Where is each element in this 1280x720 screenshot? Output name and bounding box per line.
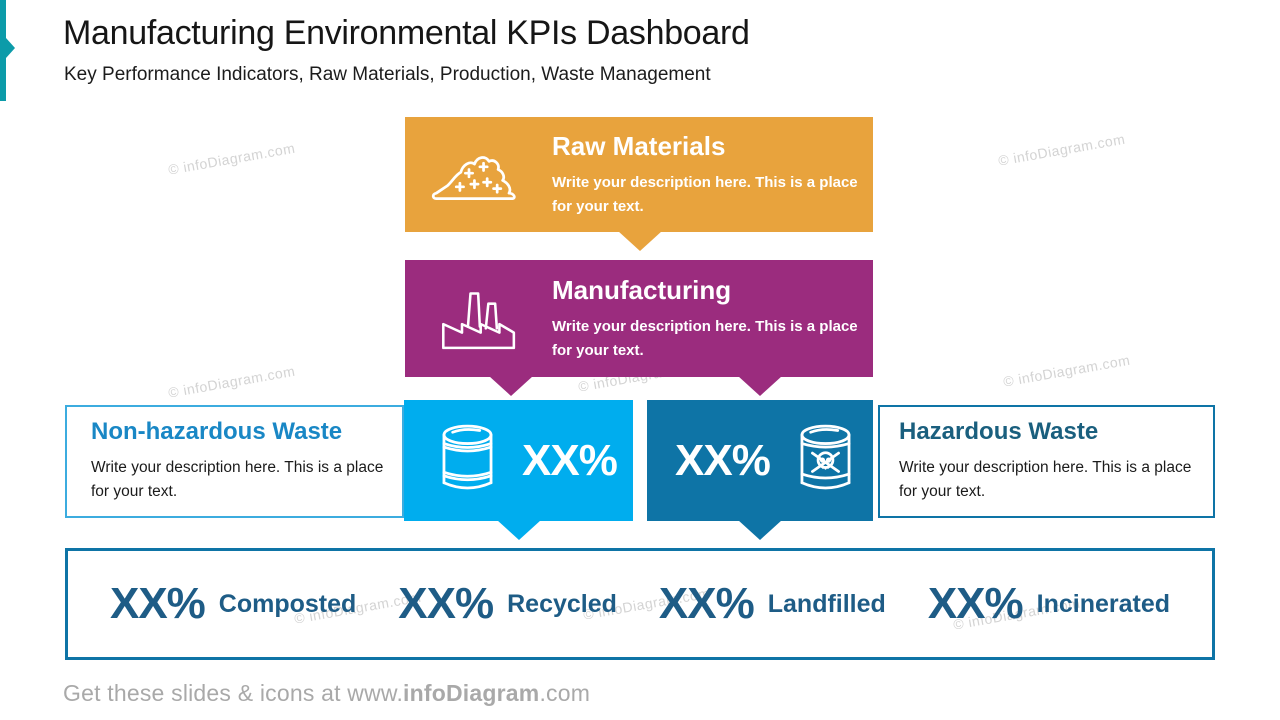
stat-composted: XX% Composted (110, 579, 356, 629)
waste-breakdown-box: XX% Composted XX% Recycled XX% Landfille… (65, 548, 1215, 660)
non-hazardous-waste-card: Non-hazardous Waste Write your descripti… (65, 405, 404, 518)
card-title: Hazardous Waste (899, 418, 1099, 445)
hazardous-value: XX% (675, 435, 771, 485)
hazardous-arrow-icon (738, 520, 782, 540)
card-description: Write your description here. This is a p… (552, 174, 858, 215)
stat-incinerated: XX% Incinerated (928, 579, 1170, 629)
non-hazardous-value: XX% (522, 435, 618, 485)
stat-value: XX% (398, 579, 494, 628)
card-title: Manufacturing (552, 275, 732, 306)
watermark: © infoDiagram.com (997, 130, 1127, 169)
manufacturing-arrow-right-icon (738, 376, 782, 396)
stat-value: XX% (927, 579, 1024, 628)
stat-label: Recycled (507, 589, 617, 618)
stat-label: Landfilled (767, 589, 886, 618)
page-subtitle: Key Performance Indicators, Raw Material… (64, 64, 711, 85)
accent-bar (0, 0, 6, 101)
footer-prefix: Get these slides & icons at www. (63, 680, 404, 706)
stat-landfilled: XX% Landfilled (659, 579, 886, 629)
stat-recycled: XX% Recycled (398, 579, 617, 629)
non-hazardous-value-box: XX% (404, 400, 633, 521)
stat-label: Composted (218, 589, 357, 618)
raw-materials-arrow-icon (618, 231, 662, 251)
accent-chevron-icon (6, 38, 15, 58)
hazardous-value-box: XX% (647, 400, 873, 521)
watermark: © infoDiagram.com (167, 362, 297, 401)
card-description: Write your description here. This is a p… (552, 318, 858, 359)
footer-credit: Get these slides & icons at www.infoDiag… (63, 680, 590, 707)
page-title: Manufacturing Environmental KPIs Dashboa… (63, 14, 750, 52)
non-hazardous-arrow-icon (497, 520, 541, 540)
card-description: Write your description here. This is a p… (899, 459, 1192, 501)
footer-brand: infoDiagram (403, 680, 540, 706)
stat-value: XX% (658, 579, 755, 628)
card-description: Write your description here. This is a p… (91, 459, 384, 501)
card-title: Raw Materials (552, 131, 726, 162)
raw-materials-pile-icon (405, 143, 552, 207)
factory-icon (405, 285, 552, 353)
waste-barrel-icon (437, 419, 498, 503)
watermark: © infoDiagram.com (167, 139, 297, 178)
stat-label: Incinerated (1036, 589, 1171, 618)
footer-suffix: .com (539, 680, 591, 706)
manufacturing-card: Manufacturing Write your description her… (405, 260, 873, 377)
watermark: © infoDiagram.com (1002, 351, 1132, 390)
hazardous-waste-barrel-icon (795, 419, 856, 503)
stat-value: XX% (109, 579, 206, 628)
hazardous-waste-card: Hazardous Waste Write your description h… (878, 405, 1215, 518)
raw-materials-card: Raw Materials Write your description her… (405, 117, 873, 232)
card-title: Non-hazardous Waste (91, 418, 343, 445)
manufacturing-arrow-left-icon (489, 376, 533, 396)
